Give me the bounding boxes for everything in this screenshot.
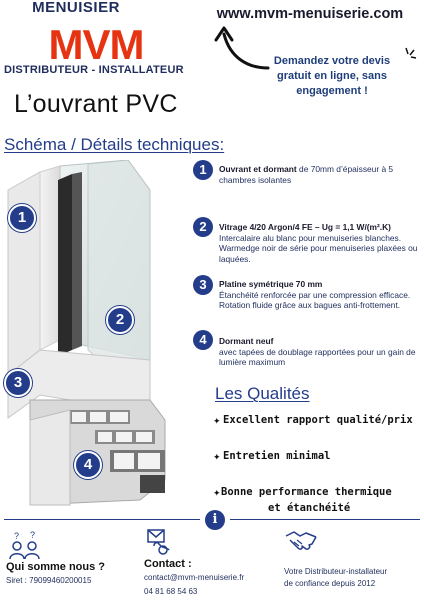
feature-1: Ouvrant et dormant de 70mm d’épaisseur à… [219, 164, 394, 185]
feature-badge-3: 3 [193, 275, 213, 295]
section-title: Schéma / Détails techniques: [4, 135, 225, 154]
svg-text:MVM: MVM [49, 22, 144, 64]
handshake-icon [285, 531, 317, 550]
feature-badge-2: 2 [193, 217, 213, 237]
siret-number: Siret : 79099460200015 [6, 576, 92, 585]
brand-subtitle: DISTRIBUTEUR - INSTALLATEUR [4, 64, 184, 76]
quality-3: Bonne performance thermique [221, 486, 392, 498]
footer-divider-left [4, 519, 200, 520]
tagline-line-2: de confiance depuis 2012 [284, 579, 376, 588]
curved-arrow-icon [214, 26, 270, 70]
feature-badge-1: 1 [193, 160, 213, 180]
quality-bullet-2: ✦ [213, 452, 221, 462]
footer-divider-right [230, 519, 420, 520]
about-title: Qui somme nous ? [6, 561, 106, 573]
quality-bullet-3: ✦ [213, 488, 221, 498]
product-title: L’ouvrant PVC [14, 90, 178, 118]
illustration-badge-2: 2 [106, 306, 134, 334]
tagline-line-1: Votre Distributeur-installateur [284, 567, 388, 576]
quality-2: Entretien minimal [223, 450, 331, 462]
qualities-title: Les Qualités [215, 384, 310, 403]
illustration-badge-1: 1 [8, 204, 36, 232]
quote-callout: Demandez votre devis gratuit en ligne, s… [273, 55, 391, 97]
brand-top-text: MENUISIER [32, 0, 120, 16]
mvm-logo: MVM [40, 22, 152, 64]
contact-icon [147, 529, 170, 555]
contact-phone[interactable]: 04 81 68 54 63 [144, 587, 198, 596]
people-question-icon: ? ? [9, 530, 40, 560]
feature-2: Vitrage 4/20 Argon/4 FE – Ug = 1,1 W/(m²… [219, 222, 418, 264]
feature-badge-4: 4 [193, 330, 213, 350]
svg-text:?: ? [14, 531, 19, 541]
illustration-badge-4: 4 [74, 451, 102, 479]
contact-email[interactable]: contact@mvm-menuiserie.fr [144, 573, 245, 582]
quality-1: Excellent rapport qualité/prix [223, 414, 413, 426]
quality-bullet-1: ✦ [213, 416, 221, 426]
sparkle-icon [405, 47, 417, 59]
contact-title: Contact : [144, 558, 192, 570]
quality-3-continued: et étanchéité [268, 502, 351, 514]
website-link[interactable]: www.mvm-menuiserie.com [216, 6, 404, 22]
illustration-badge-3: 3 [4, 369, 32, 397]
info-icon: i [205, 510, 225, 530]
svg-text:?: ? [30, 530, 35, 540]
